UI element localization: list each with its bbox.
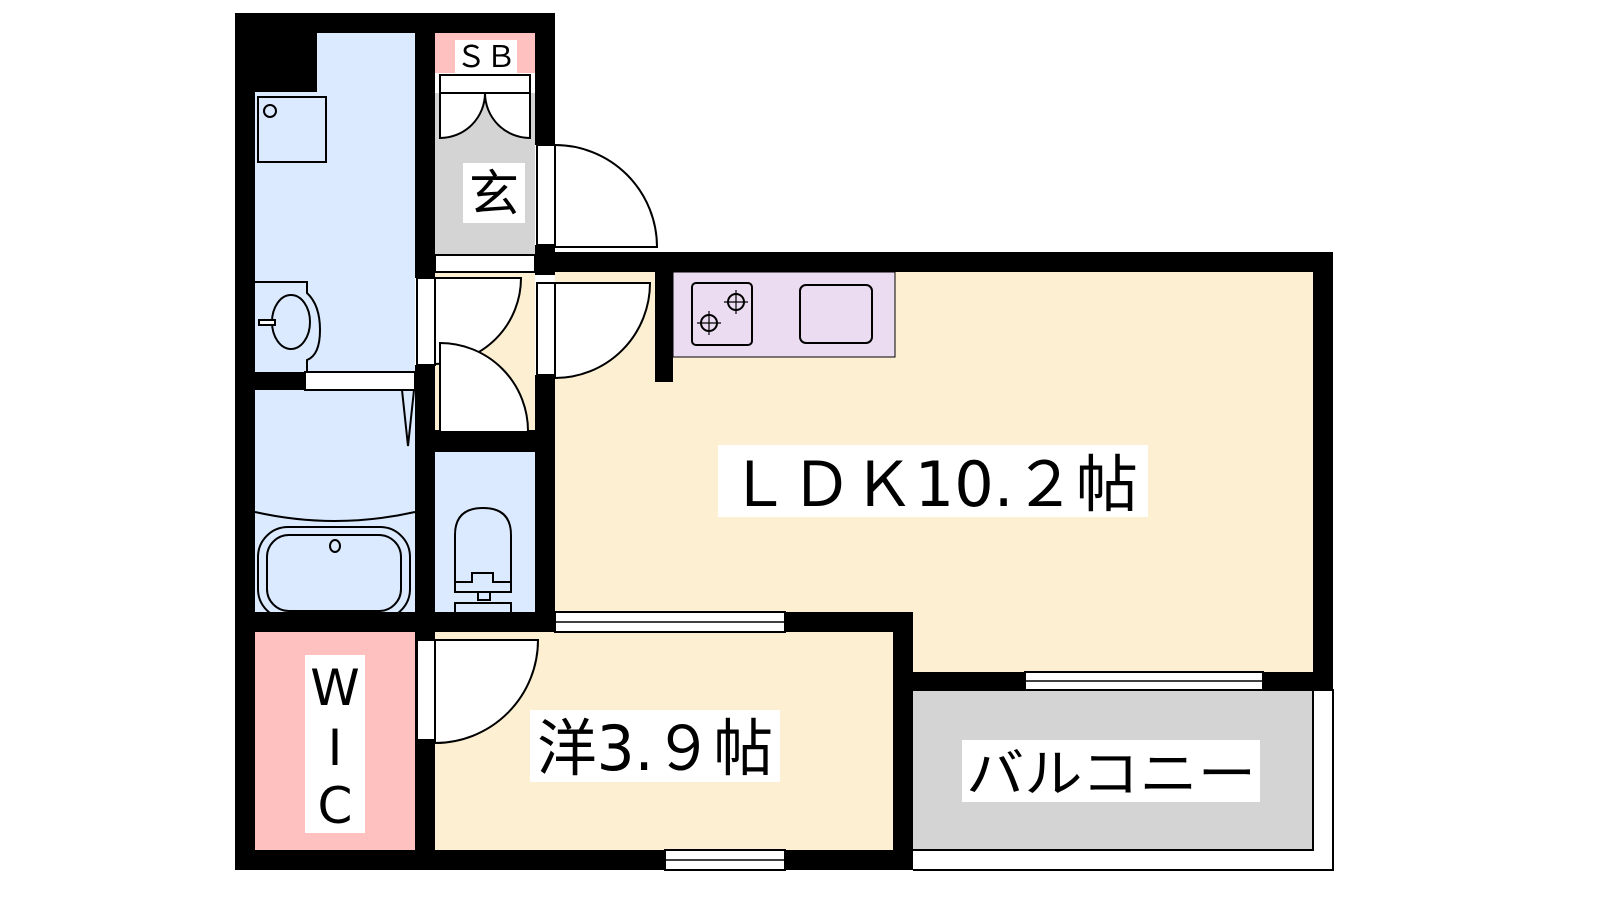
- bathroom-floor: [255, 390, 415, 612]
- washbasin: [255, 281, 322, 372]
- doors: [304, 74, 659, 745]
- toilet: [454, 506, 512, 612]
- wic-label-i: I: [328, 719, 343, 777]
- wic-label-c: C: [318, 777, 353, 835]
- western-room-label: 洋3.９帖: [537, 712, 773, 785]
- walls: [235, 13, 1333, 870]
- ldk-label: ＬＤＫ10.２帖: [728, 448, 1138, 521]
- stove-icon: [691, 282, 753, 346]
- bathtub: [254, 511, 416, 620]
- wic-label-w: W: [310, 659, 359, 717]
- entrance-label: 玄: [469, 165, 519, 223]
- balcony-label: バルコニー: [966, 745, 1256, 805]
- shoe-box-label: ＳＢ: [456, 40, 516, 75]
- washing-machine-pan: [257, 96, 327, 163]
- windows: [554, 611, 1264, 871]
- toilet-floor: [435, 452, 535, 612]
- kitchen-sink: [799, 284, 873, 344]
